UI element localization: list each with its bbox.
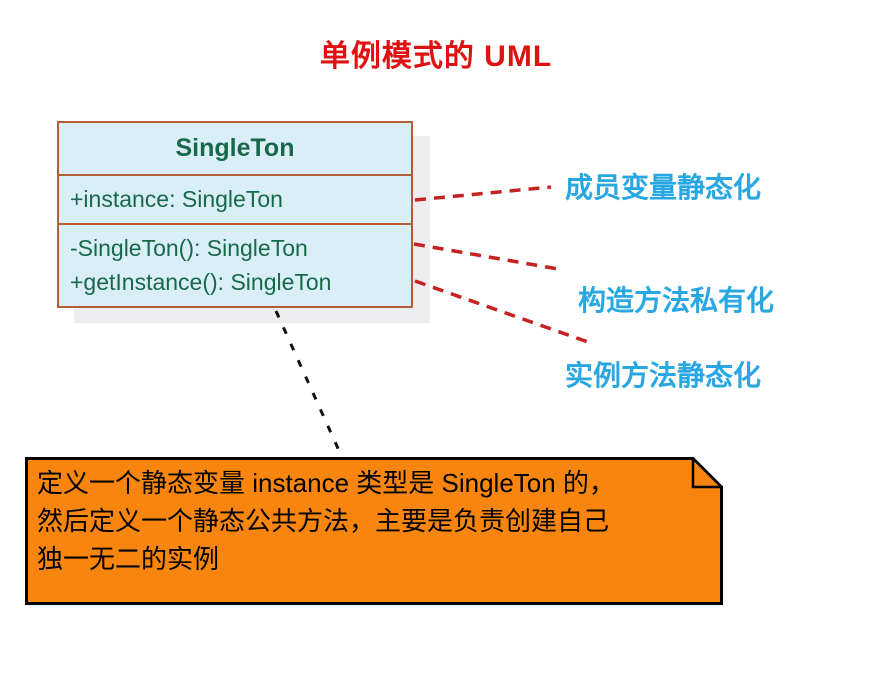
uml-class-box: SingleTon +instance: SingleTon -SingleTo… [57,121,413,308]
dashed-connector-note [274,310,343,456]
note-line: 独一无二的实例 [37,544,220,574]
uml-attribute: +instance: SingleTon [59,176,411,225]
dashed-connector-constructor [413,242,559,271]
annotation-static-member: 成员变量静态化 [565,172,762,203]
dashed-connector-attribute [414,185,552,202]
dashed-connector-method [414,279,589,344]
note-box: 定义一个静态变量 instance 类型是 SingleTon 的， 然后定义一… [25,457,723,605]
uml-method: +getInstance(): SingleTon [70,269,332,295]
uml-class-name: SingleTon [59,123,411,176]
note-folded-corner-icon [691,457,723,489]
diagram-title: 单例模式的 UML [319,40,553,73]
annotation-static-instance-method: 实例方法静态化 [565,360,762,391]
note-shape [25,457,723,605]
note-line: 然后定义一个静态公共方法，主要是负责创建自己 [37,506,610,536]
uml-methods-section: -SingleTon(): SingleTon +getInstance(): … [59,225,411,299]
note-text: 定义一个静态变量 instance 类型是 SingleTon 的， 然后定义一… [37,464,713,578]
annotation-private-constructor: 构造方法私有化 [578,285,775,316]
uml-method: -SingleTon(): SingleTon [70,235,308,261]
note-line: 定义一个静态变量 instance 类型是 SingleTon 的， [37,468,615,498]
